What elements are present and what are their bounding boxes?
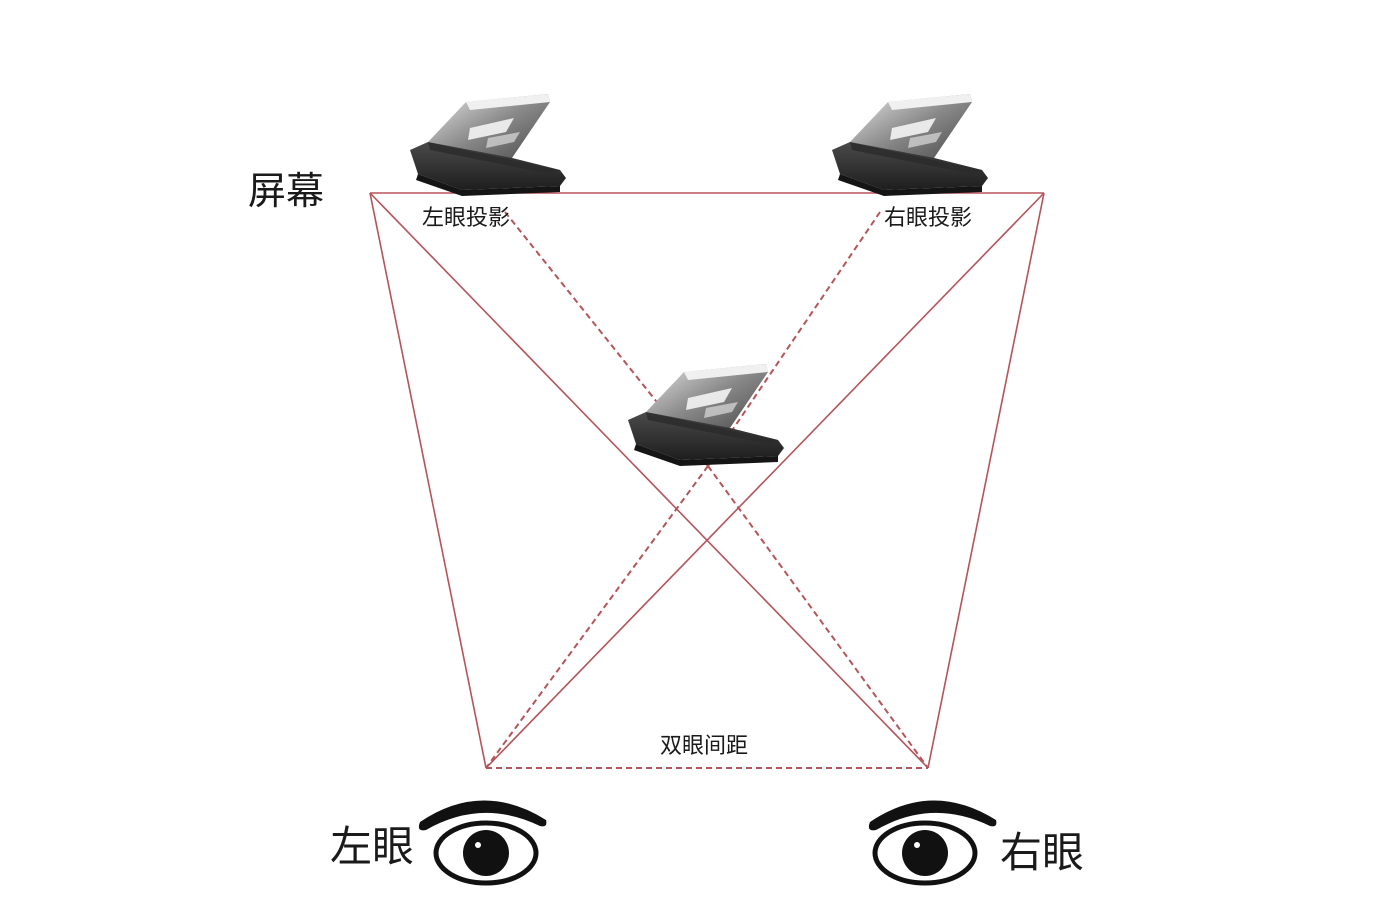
- left-eye-ray: [485, 465, 709, 769]
- right-eye-label: 右眼: [1000, 828, 1085, 877]
- laptop-icon: [410, 94, 566, 196]
- eye-distance-label: 双眼间距: [660, 734, 749, 759]
- laptop-icon: [628, 364, 784, 466]
- screen-label: 屏幕: [248, 169, 325, 213]
- eye-icon: [418, 800, 547, 886]
- right-frustum-edge: [927, 192, 1045, 769]
- left-cross-line: [369, 192, 929, 769]
- left-frustum-edge: [369, 192, 487, 769]
- left-eye-label: 左眼: [330, 822, 415, 871]
- right-cross-line: [485, 192, 1045, 769]
- right-projection-ray: [707, 211, 881, 467]
- right-projection-label: 右眼投影: [884, 206, 973, 231]
- right-eye-ray: [707, 465, 929, 769]
- laptop-icon: [832, 94, 988, 196]
- eye-icon: [868, 800, 997, 886]
- left-projection-label: 左眼投影: [422, 206, 511, 231]
- projection-lines: [369, 192, 1045, 769]
